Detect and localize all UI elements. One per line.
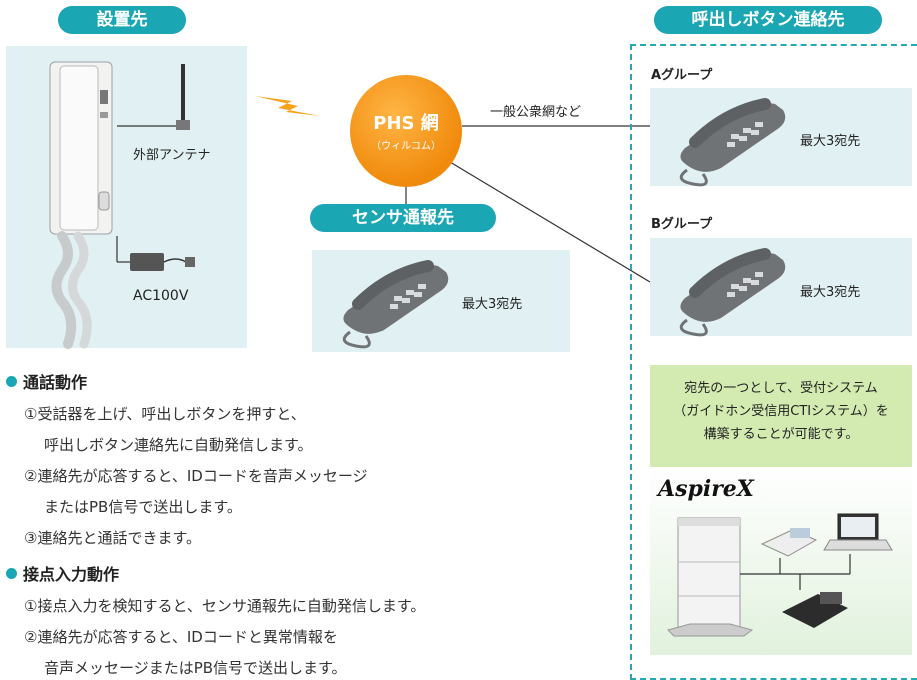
install-site-label: 設置先 xyxy=(58,6,186,34)
contact-input-title: 接点入力動作 xyxy=(6,561,119,585)
group-a-max-contacts-label: 最大3宛先 xyxy=(800,134,861,149)
cti-note-line: （ガイドホン受信用CTIシステム）を xyxy=(673,404,889,419)
public-network-label: 一般公衆網など xyxy=(490,105,582,120)
group-a-label: Aグループ xyxy=(651,68,713,83)
phs-network-node: PHS 網 （ウィルコム） xyxy=(350,75,462,187)
bullet-icon xyxy=(6,568,17,579)
desk-phone-white-icon xyxy=(760,528,818,557)
sensor-contact-label: センサ通報先 xyxy=(310,204,496,232)
call-button-contact-region xyxy=(630,44,917,680)
contact-input-title-text: 接点入力動作 xyxy=(23,565,120,584)
call-operation-line: ③連絡先と通話できます。 xyxy=(24,529,201,547)
server-cabinet-icon xyxy=(667,517,754,637)
antenna-icon xyxy=(176,64,190,130)
phs-network-label: PHS 網 xyxy=(373,113,439,134)
group-b-max-contacts-label: 最大3宛先 xyxy=(800,285,861,300)
telephone-icon xyxy=(679,98,786,187)
call-operation-title: 通話動作 xyxy=(6,369,87,393)
wireless-bolt-icon xyxy=(255,96,320,116)
telephone-icon xyxy=(679,248,786,337)
install-site-panel xyxy=(6,46,247,348)
contact-input-line: ①接点入力を検知すると、センサ通報先に自動発信します。 xyxy=(24,597,426,615)
cti-note-box: 宛先の一つとして、受付システム （ガイドホン受信用CTIシステム）を 構築するこ… xyxy=(650,365,912,467)
cti-note-line: 宛先の一つとして、受付システム xyxy=(684,381,878,396)
telephone-icon xyxy=(342,260,449,349)
group-b-label: Bグループ xyxy=(651,217,713,232)
power-adapter-icon xyxy=(130,253,195,271)
call-operation-line: 呼出しボタン連絡先に自動発信します。 xyxy=(44,436,313,454)
call-operation-line: ①受話器を上げ、呼出しボタンを押すと、 xyxy=(24,405,306,423)
phs-carrier-label: （ウィルコム） xyxy=(371,141,441,152)
call-operation-title-text: 通話動作 xyxy=(23,373,88,392)
sensor-max-contacts-label: 最大3宛先 xyxy=(462,297,523,312)
aspire-logo: AspireX xyxy=(658,476,754,502)
call-operation-line: ②連絡先が応答すると、IDコードを音声メッセージ xyxy=(24,467,368,485)
cti-system-illustration xyxy=(667,513,893,637)
laptop-icon xyxy=(823,513,893,551)
contact-input-line: 音声メッセージまたはPB信号で送出します。 xyxy=(44,659,347,677)
call-operation-line: またはPB信号で送出します。 xyxy=(44,498,242,516)
desk-phone-black-icon xyxy=(782,592,848,628)
cti-note-line: 構築することが可能です。 xyxy=(703,427,859,442)
ac-power-label: AC100V xyxy=(133,288,189,304)
bullet-icon xyxy=(6,376,17,387)
connector-group-b xyxy=(449,161,651,283)
contact-input-line: ②連絡先が応答すると、IDコードと異常情報を xyxy=(24,628,338,646)
call-button-contact-label: 呼出しボタン連絡先 xyxy=(654,6,882,34)
intercom-unit-icon xyxy=(49,61,113,349)
external-antenna-label: 外部アンテナ xyxy=(133,148,211,163)
